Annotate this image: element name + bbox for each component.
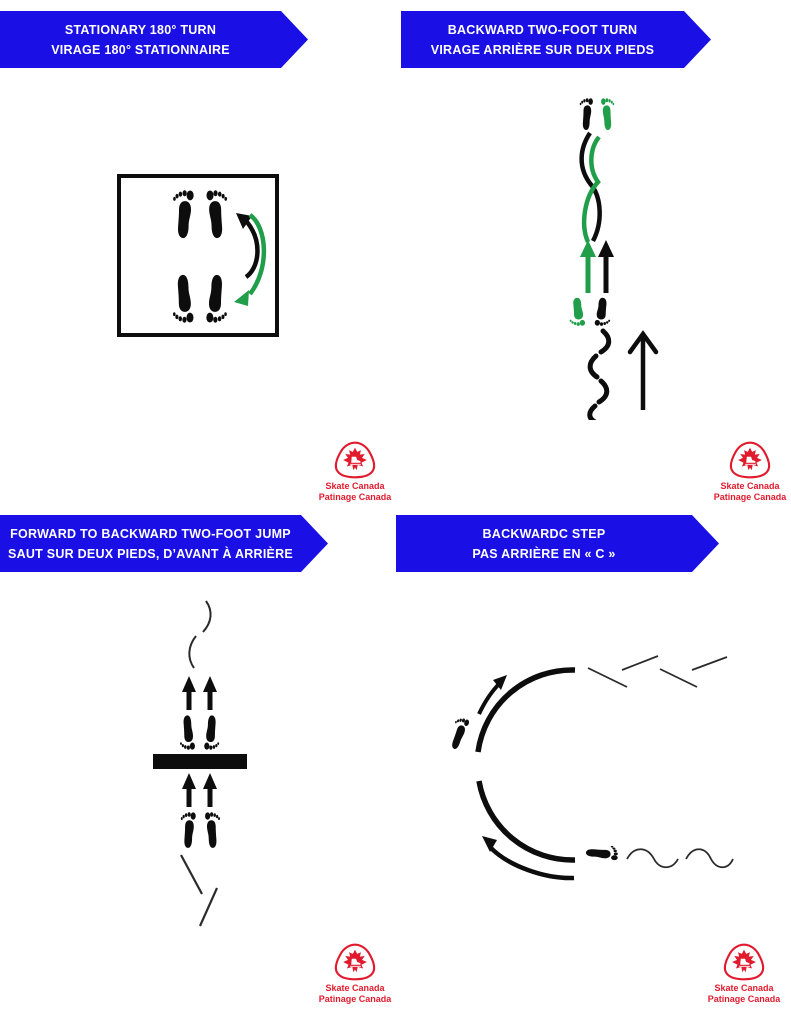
banner-title-fr: VIRAGE 180° STATIONNAIRE — [51, 42, 230, 57]
stationary-180-turn-diagram — [117, 174, 279, 337]
logo-text-en: Skate Canada — [325, 983, 385, 993]
direction-arrow-black-icon — [598, 240, 614, 293]
logo-text-en: Skate Canada — [714, 983, 774, 993]
banner-title-en: BACKWARDC STEP — [482, 526, 606, 541]
backward-two-foot-turn-diagram — [569, 98, 659, 420]
skate-icon — [350, 456, 361, 465]
banner-title-en: BACKWARD TWO-FOOT TURN — [447, 22, 638, 37]
push-hatch-marks — [587, 655, 728, 688]
curve-arrow-up-icon — [477, 675, 507, 715]
entry-trace — [180, 854, 219, 927]
logo-text-fr: Patinage Canada — [318, 491, 392, 502]
logo-text-fr: Patinage Canada — [707, 993, 781, 1004]
turn-arrow-green-icon — [234, 213, 267, 306]
banner-title-fr: VIRAGE ARRIÈRE SUR DEUX PIEDS — [430, 42, 655, 57]
footprint-single-bottom — [585, 845, 618, 861]
skate-icon — [739, 958, 750, 967]
footprint-single-top — [450, 716, 470, 751]
banner-title-fr: SAUT SUR DEUX PIEDS, D’AVANT À ARRIÈRE — [8, 546, 293, 561]
turn-arrow-black-icon — [236, 213, 260, 279]
banner-title-en: FORWARD TO BACKWARD TWO-FOOT JUMP — [10, 526, 291, 541]
curve-arrow-back-icon — [482, 836, 575, 881]
skate-canada-logo: Skate Canada Patinage Canada — [317, 943, 393, 1004]
direction-arrows-upper — [182, 676, 217, 710]
skate-canada-emblem-icon — [334, 943, 376, 981]
direction-arrow-green-icon — [580, 240, 596, 293]
glide-trace — [188, 600, 212, 669]
direction-arrows-lower — [182, 773, 217, 807]
skate-canada-emblem-icon — [723, 943, 765, 981]
logo-text-en: Skate Canada — [720, 481, 780, 491]
skate-canada-emblem-icon — [334, 441, 376, 479]
wiggle-trace — [587, 328, 612, 420]
skate-canada-logo: Skate Canada Patinage Canada — [706, 943, 782, 1004]
skate-canada-logo: Skate Canada Patinage Canada — [712, 441, 788, 502]
banner-backward-c-step: BACKWARDC STEP PAS ARRIÈRE EN « C » — [396, 515, 719, 572]
travel-arrow-icon — [627, 330, 659, 410]
c-curve — [475, 667, 576, 863]
footprint-pair-forward — [579, 98, 615, 131]
skate-icon — [745, 456, 756, 465]
logo-text-en: Skate Canada — [325, 481, 385, 491]
banner-title-fr: PAS ARRIÈRE EN « C » — [472, 546, 616, 561]
logo-text-fr: Patinage Canada — [713, 491, 787, 502]
banner-backward-two-foot-turn: BACKWARD TWO-FOOT TURN VIRAGE ARRIÈRE SU… — [401, 11, 711, 68]
jump-bar — [153, 754, 247, 769]
backward-c-step-diagram — [450, 655, 734, 881]
skate-canada-emblem-icon — [729, 441, 771, 479]
banner-forward-to-backward-two-foot-jump: FORWARD TO BACKWARD TWO-FOOT JUMP SAUT S… — [0, 515, 328, 572]
skate-icon — [350, 958, 361, 967]
footprint-pair-forward — [180, 812, 220, 848]
skate-canada-logo: Skate Canada Patinage Canada — [317, 441, 393, 502]
banner-stationary-180-turn: STATIONARY 180° TURN VIRAGE 180° STATION… — [0, 11, 308, 68]
forward-to-backward-two-foot-jump-diagram — [153, 600, 247, 927]
footprint-pair-backward — [569, 297, 611, 326]
footprint-pair-backward — [180, 715, 220, 750]
wave-trace — [626, 848, 734, 869]
turn-trace-green — [581, 135, 601, 243]
banner-title-en: STATIONARY 180° TURN — [64, 22, 217, 37]
boundary-box — [117, 174, 279, 337]
logo-text-fr: Patinage Canada — [318, 993, 392, 1004]
